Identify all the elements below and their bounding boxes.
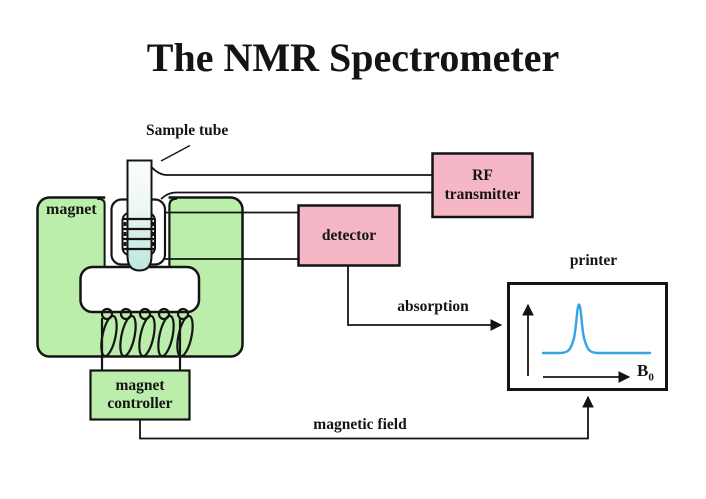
detector-label: detector bbox=[298, 205, 400, 266]
printer-box bbox=[507, 282, 668, 391]
rf-transmitter-label: RF transmitter bbox=[432, 153, 533, 217]
page-title: The NMR Spectrometer bbox=[146, 35, 560, 80]
sample-tube bbox=[126, 159, 153, 272]
magnet-label: magnet bbox=[46, 201, 97, 218]
absorption-label: absorption bbox=[397, 298, 469, 315]
b0-subscript: 0 bbox=[648, 371, 654, 384]
printer-label: printer bbox=[569, 252, 618, 269]
magnetic-field-label: magnetic field bbox=[313, 416, 407, 433]
printer-plot bbox=[522, 303, 652, 383]
magnet-controller-box bbox=[89, 369, 191, 421]
sample-tube-pointer-line bbox=[160, 144, 191, 162]
rf-transmitter-label-line1: RF bbox=[472, 167, 493, 184]
b0-axis-label: B0 bbox=[637, 361, 654, 383]
b0-base: B bbox=[637, 361, 649, 380]
wires bbox=[139, 166, 594, 440]
magnet-controller-label: magnet controller bbox=[90, 370, 190, 420]
sample-tube-label: Sample tube bbox=[146, 122, 229, 139]
detector-label-text: detector bbox=[321, 227, 377, 244]
magnetic-field-wire bbox=[139, 395, 594, 440]
magnet-slot-right-edge bbox=[168, 197, 178, 267]
magnet-controller-label-line1: magnet bbox=[115, 377, 165, 394]
sweep-coil bbox=[100, 307, 194, 370]
wire-tube-to-rf bbox=[150, 166, 432, 176]
rf-transmitter-label-line2: transmitter bbox=[444, 186, 521, 203]
magnet-slot-left-edge bbox=[96, 197, 106, 267]
pole-piece bbox=[79, 265, 201, 314]
absorption-arrow bbox=[347, 266, 503, 331]
absorption-peak-curve bbox=[541, 303, 652, 355]
wire-coil-to-rf bbox=[160, 191, 432, 200]
detector-box bbox=[297, 204, 401, 267]
rf-coil-windings bbox=[122, 217, 155, 251]
rf-transmitter-box bbox=[431, 152, 534, 219]
magnet-controller-label-line2: controller bbox=[107, 395, 173, 412]
